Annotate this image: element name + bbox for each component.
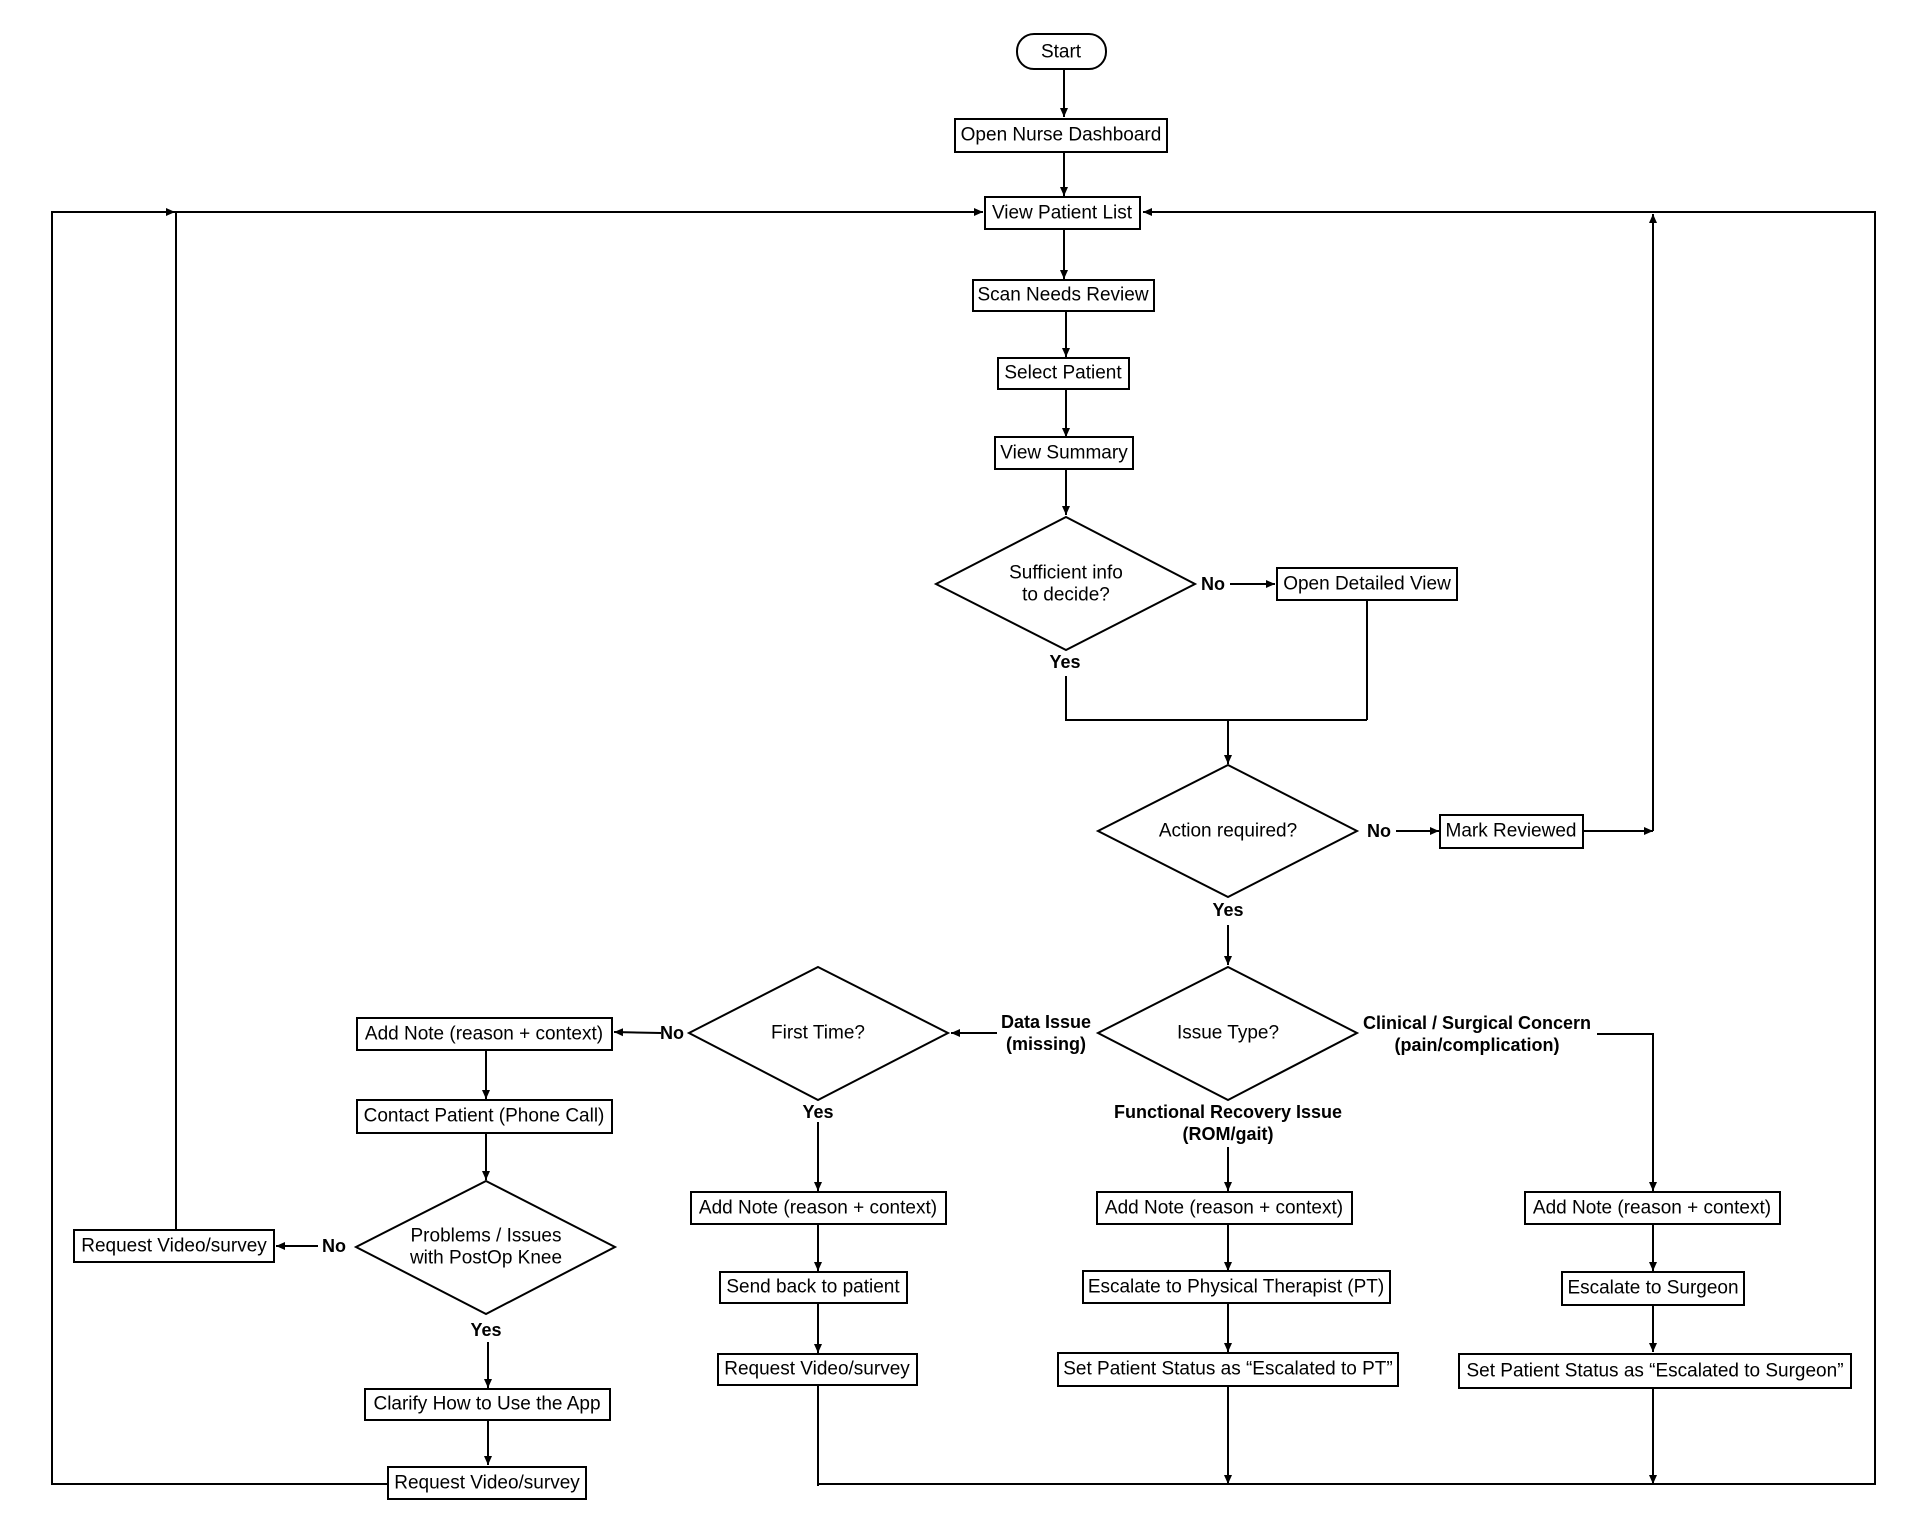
open-detailed-view-node: Open Detailed View [1276,567,1458,601]
add-note-left-label: Add Note (reason + context) [365,1024,603,1045]
scan-needs-review-node: Scan Needs Review [972,279,1155,312]
first-no-label: No [660,1023,684,1043]
clarify-app-node: Clarify How to Use the App [364,1388,611,1421]
select-patient-node: Select Patient [997,357,1130,390]
start-label: Start [1041,42,1082,63]
first-time-decision: First Time? [686,965,951,1102]
action-yes-label: Yes [1212,900,1243,920]
escalate-pt-label: Escalate to Physical Therapist (PT) [1088,1277,1384,1298]
sufficient-yes-label: Yes [1049,652,1080,672]
request-video-bottom-left-label: Request Video/survey [394,1473,580,1494]
functional-label-line1: Functional Recovery Issue [1114,1102,1342,1122]
problems-no-label: No [322,1236,346,1256]
status-surgeon-label: Set Patient Status as “Escalated to Surg… [1466,1361,1843,1382]
add-note-clinical-node: Add Note (reason + context) [1524,1191,1781,1225]
clinical-label-line2: (pain/complication) [1394,1035,1559,1055]
action-required-decision: Action required? [1095,763,1360,899]
first-yes-label: Yes [802,1102,833,1122]
add-note-data-label: Add Note (reason + context) [699,1198,937,1219]
problems-issues-line1: Problems / Issues [411,1226,562,1247]
mark-reviewed-node: Mark Reviewed [1439,814,1584,849]
scan-needs-review-label: Scan Needs Review [977,285,1148,306]
contact-patient-label: Contact Patient (Phone Call) [364,1106,605,1127]
add-note-functional-node: Add Note (reason + context) [1096,1191,1353,1225]
clinical-label-line1: Clinical / Surgical Concern [1363,1013,1591,1033]
edge-issue-clinical-to-note [1597,1033,1657,1191]
select-patient-label: Select Patient [1004,363,1122,384]
view-patient-list-label: View Patient List [992,203,1133,224]
view-summary-node: View Summary [994,436,1134,470]
open-nurse-dashboard-label: Open Nurse Dashboard [961,125,1162,146]
sufficient-info-decision: Sufficient info to decide? [933,515,1198,652]
request-video-far-left-node: Request Video/survey [73,1229,275,1263]
status-surgeon-node: Set Patient Status as “Escalated to Surg… [1458,1353,1852,1389]
status-pt-label: Set Patient Status as “Escalated to PT” [1063,1359,1393,1380]
add-note-data-node: Add Note (reason + context) [690,1191,947,1225]
edge-bottom-left-loop [51,211,388,1485]
add-note-left-node: Add Note (reason + context) [356,1017,613,1051]
contact-patient-node: Contact Patient (Phone Call) [356,1099,613,1134]
status-pt-node: Set Patient Status as “Escalated to PT” [1057,1352,1399,1387]
request-video-bottom-left-node: Request Video/survey [387,1466,587,1500]
edge-first-no-to-note [613,1028,662,1037]
sufficient-info-line1: Sufficient info [1009,563,1123,584]
issue-type-label: Issue Type? [1177,1023,1279,1044]
escalate-surgeon-label: Escalate to Surgeon [1567,1278,1738,1299]
action-no-label: No [1367,821,1391,841]
escalate-pt-node: Escalate to Physical Therapist (PT) [1082,1270,1391,1304]
data-issue-label-line1: Data Issue [1001,1012,1091,1032]
action-required-label: Action required? [1159,821,1297,842]
start-node: Start [1016,33,1107,70]
request-video-data-node: Request Video/survey [717,1353,918,1386]
open-detailed-view-label: Open Detailed View [1283,574,1451,595]
add-note-functional-label: Add Note (reason + context) [1105,1198,1343,1219]
first-time-label: First Time? [771,1023,865,1044]
send-back-node: Send back to patient [719,1271,908,1304]
view-patient-list-node: View Patient List [984,196,1141,230]
edge-bottom-right-loop [818,208,1876,1485]
open-nurse-dashboard-node: Open Nurse Dashboard [954,118,1168,153]
request-video-far-left-label: Request Video/survey [81,1236,267,1257]
send-back-label: Send back to patient [726,1277,900,1298]
issue-type-decision: Issue Type? [1095,965,1360,1102]
sufficient-info-line2: to decide? [1022,585,1110,606]
add-note-clinical-label: Add Note (reason + context) [1533,1198,1771,1219]
edge-sufficient-yes-merge [1065,676,1367,721]
problems-issues-decision: Problems / Issues with PostOp Knee [353,1179,618,1316]
view-summary-label: View Summary [1000,443,1128,464]
problems-issues-line2: with PostOp Knee [409,1248,562,1269]
sufficient-no-label: No [1201,574,1225,594]
clarify-app-label: Clarify How to Use the App [373,1394,600,1415]
data-issue-label-line2: (missing) [1006,1034,1086,1054]
escalate-surgeon-node: Escalate to Surgeon [1561,1271,1745,1306]
request-video-data-label: Request Video/survey [724,1359,910,1380]
problems-yes-label: Yes [470,1320,501,1340]
functional-label-line2: (ROM/gait) [1183,1124,1274,1144]
mark-reviewed-label: Mark Reviewed [1446,821,1577,842]
